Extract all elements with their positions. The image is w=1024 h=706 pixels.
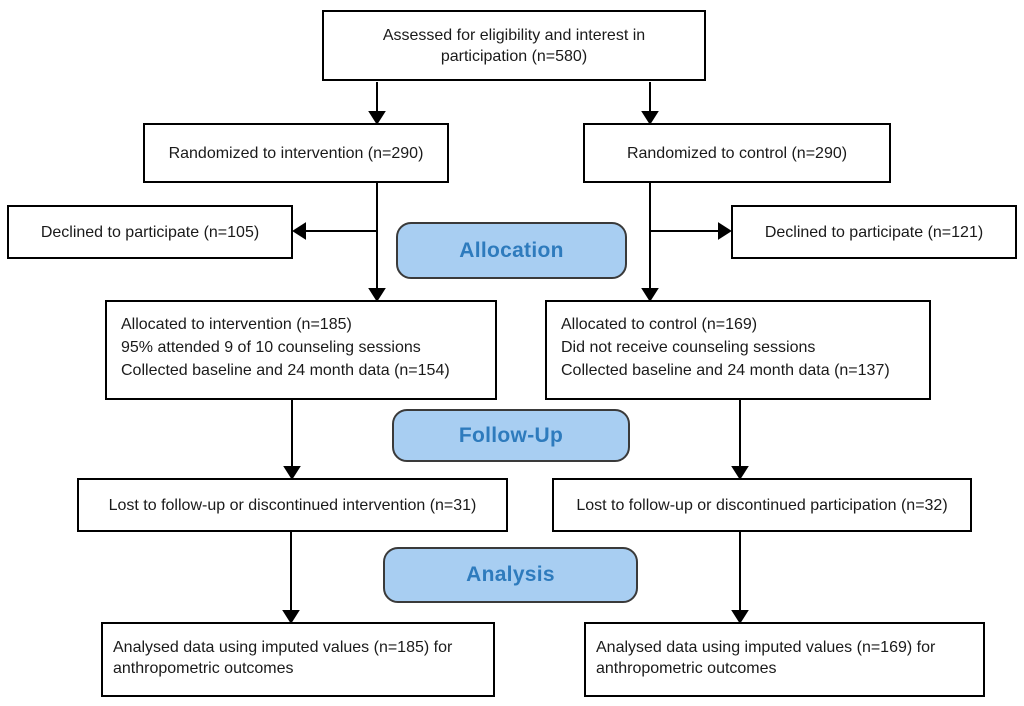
stage-label-allocation: Allocation [396, 222, 627, 279]
stage-followup-text: Follow-Up [458, 423, 564, 447]
box-line: Collected baseline and 24 month data (n=… [121, 362, 450, 379]
box-declined-control-text: Declined to participate (n=121) [764, 223, 984, 241]
box-analysed-control: Analysed data using imputed values (n=16… [584, 622, 985, 697]
box-randomized-control-text: Randomized to control (n=290) [626, 144, 848, 162]
box-assessed-eligibility: Assessed for eligibility and interest in… [322, 10, 706, 81]
arrowhead-declined-ctrl [718, 222, 732, 240]
box-line: Allocated to intervention (n=185) [121, 316, 352, 333]
box-randomized-intervention: Randomized to intervention (n=290) [143, 123, 449, 183]
box-line: Did not receive counseling sessions [561, 339, 816, 356]
box-lost-intervention: Lost to follow-up or discontinued interv… [77, 478, 508, 532]
arrowhead-rand-ctrl [641, 111, 659, 125]
arrowhead-alloc-int [368, 288, 386, 302]
arrowhead-declined-int [292, 222, 306, 240]
box-analysed-intervention: Analysed data using imputed values (n=18… [101, 622, 495, 697]
box-lost-control: Lost to follow-up or discontinued partic… [552, 478, 972, 532]
box-randomized-intervention-text: Randomized to intervention (n=290) [168, 144, 424, 162]
stage-analysis-text: Analysis [466, 563, 555, 586]
stage-allocation-text: Allocation [459, 238, 564, 262]
arrowhead-analysed-ctrl [731, 610, 749, 624]
box-analysed-control-text: Analysed data using imputed values (n=16… [596, 639, 936, 677]
box-declined-intervention-text: Declined to participate (n=105) [40, 223, 260, 241]
arrowhead-alloc-ctrl [641, 288, 659, 302]
stage-label-follow-up: Follow-Up [392, 409, 630, 462]
arrowhead-lost-ctrl [731, 466, 749, 480]
box-allocated-intervention: Allocated to intervention (n=185) 95% at… [105, 300, 497, 400]
arrowhead-lost-int [283, 466, 301, 480]
box-randomized-control: Randomized to control (n=290) [583, 123, 891, 183]
box-line: 95% attended 9 of 10 counseling sessions [121, 339, 421, 356]
box-lost-control-text: Lost to follow-up or discontinued partic… [576, 496, 948, 514]
box-line: Collected baseline and 24 month data (n=… [561, 362, 890, 379]
box-declined-intervention: Declined to participate (n=105) [7, 205, 293, 259]
stage-label-analysis: Analysis [383, 547, 638, 603]
box-lost-intervention-text: Lost to follow-up or discontinued interv… [108, 496, 477, 514]
arrowhead-analysed-int [282, 610, 300, 624]
box-allocated-control: Allocated to control (n=169) Did not rec… [545, 300, 931, 400]
box-line: Allocated to control (n=169) [561, 316, 758, 333]
box-analysed-intervention-text: Analysed data using imputed values (n=18… [113, 639, 453, 677]
box-declined-control: Declined to participate (n=121) [731, 205, 1017, 259]
box-assessed-text: Assessed for eligibility and interest in… [382, 26, 646, 65]
arrowhead-rand-int [368, 111, 386, 125]
